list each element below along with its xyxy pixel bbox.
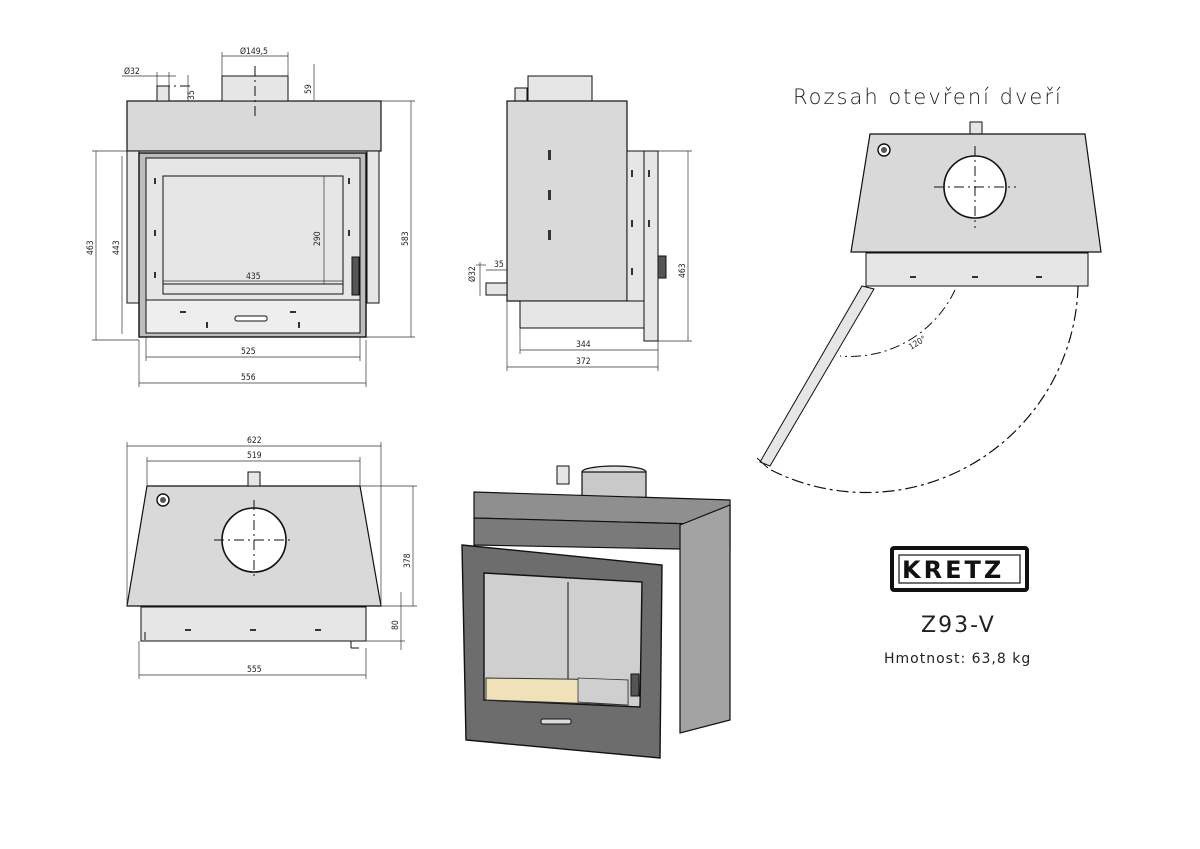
side-top-pipe [514, 87, 528, 102]
dim-side-pipe-offset: 35 [494, 260, 504, 270]
side-base [519, 300, 645, 329]
dim-glass-height: 290 [313, 231, 323, 246]
iso-handle [630, 673, 640, 697]
iso-top-pipe [556, 465, 570, 485]
logo-text: KRETZ [902, 556, 1004, 584]
iso-side-face [679, 504, 731, 734]
top-view-door [140, 606, 367, 642]
dim-top-door-depth: 80 [391, 620, 401, 630]
isometric-view [461, 465, 731, 759]
side-view: Ø32 35 463 344 372 [467, 75, 692, 371]
dim-front-height-outer: 463 [86, 240, 96, 255]
brand-block: KRETZ Z93-V Hmotnost: 63,8 kg [884, 546, 1031, 667]
dim-top-width: 622 [247, 436, 262, 446]
dim-side-height: 463 [678, 263, 688, 278]
dim-total-height: 583 [401, 231, 411, 246]
dim-front-pipe-diameter: Ø32 [124, 66, 140, 77]
side-door-edge [643, 150, 659, 342]
door-opening-view: Rozsah otevření dveří 120° [756, 85, 1102, 494]
dim-door-width: 525 [241, 347, 256, 357]
dim-front-height-inner: 443 [112, 240, 122, 255]
dim-top-back-width: 519 [247, 451, 262, 461]
model-name: Z93-V [921, 613, 996, 638]
side-body [506, 100, 628, 302]
side-handle [657, 255, 667, 279]
iso-grate [577, 677, 629, 706]
front-glass [162, 175, 344, 285]
iso-flue-collar [581, 471, 647, 499]
dim-side-depth-inner: 344 [576, 340, 591, 350]
top-view-pipe [247, 471, 261, 487]
dim-flue-diameter: Ø149,5 [240, 46, 268, 57]
front-air-lever [234, 315, 268, 322]
top-view: 622 519 378 80 555 [126, 436, 417, 679]
dim-glass-width: 435 [246, 272, 261, 282]
front-right-flange [366, 150, 380, 304]
dim-top-depth: 378 [403, 553, 413, 568]
dim-top-bottom-width: 555 [247, 665, 262, 675]
front-door-handle [351, 256, 360, 296]
front-view: Ø149,5 Ø32 35 59 290 435 463 443 583 525… [86, 46, 415, 387]
dim-front-pipe-offset: 35 [187, 90, 197, 100]
weight-label: Hmotnost: 63,8 kg [884, 651, 1031, 667]
side-flue-collar [527, 75, 593, 102]
door-view-open-door [759, 285, 875, 467]
front-hood [126, 100, 382, 152]
door-swing-arc [770, 285, 1079, 494]
dim-door-angle: 120° [907, 334, 928, 352]
front-ashlip [162, 283, 344, 295]
dim-front-flue-height: 59 [304, 84, 314, 94]
front-pipe [156, 85, 170, 102]
iso-air-lever [540, 718, 572, 725]
iso-glass [483, 572, 643, 708]
dim-side-depth-total: 372 [576, 357, 591, 367]
kretz-logo [890, 546, 1029, 592]
side-pipe [485, 282, 508, 296]
door-range-caption: Rozsah otevření dveří [793, 85, 1063, 109]
dim-total-width: 556 [241, 373, 256, 383]
front-left-flange [126, 150, 140, 304]
door-view-body [865, 252, 1089, 287]
dim-side-pipe-diameter: Ø32 [467, 266, 478, 282]
